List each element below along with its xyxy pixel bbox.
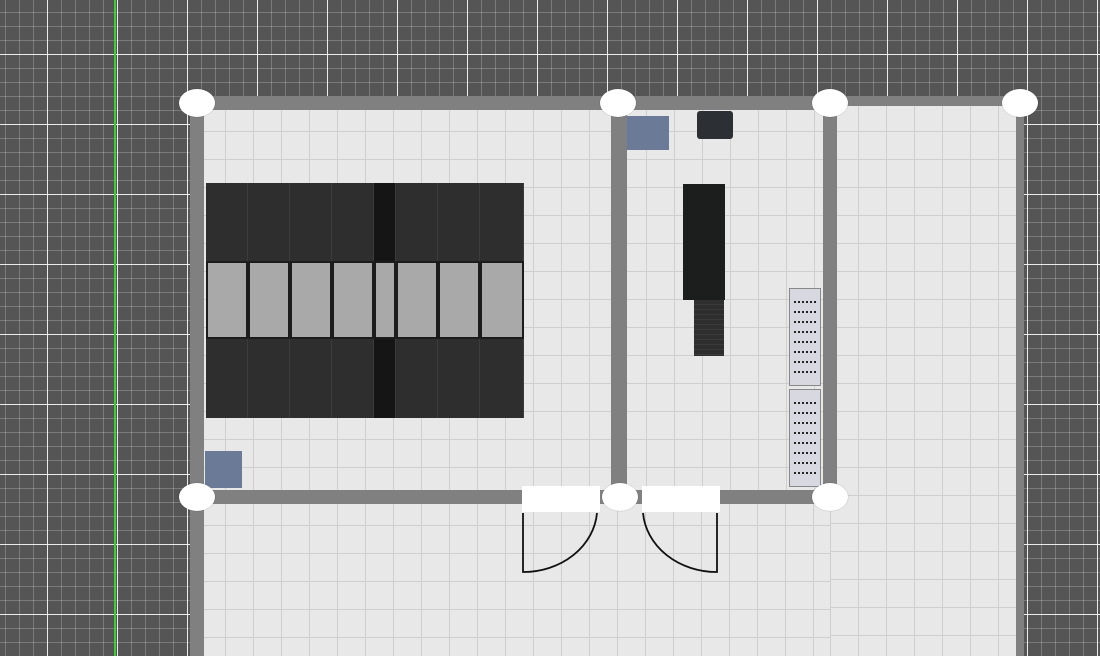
wall-vertex-handle[interactable] <box>600 89 636 117</box>
cabinet[interactable] <box>373 339 397 418</box>
cabinet[interactable] <box>396 339 439 418</box>
door-opening-left[interactable] <box>522 486 600 512</box>
wall-vertex-handle[interactable] <box>602 483 638 511</box>
cabinet[interactable] <box>438 339 481 418</box>
floor-corridor[interactable] <box>197 497 830 656</box>
wall-vertex-handle[interactable] <box>179 483 215 511</box>
wall-divider-right[interactable] <box>823 103 837 497</box>
rack-base[interactable] <box>694 300 724 356</box>
cabinet[interactable] <box>331 339 374 418</box>
patch-panel-icon[interactable] <box>789 288 821 386</box>
wall-vertex-handle[interactable] <box>812 483 848 511</box>
door-swing-left-icon[interactable] <box>518 508 604 578</box>
wall-vertex-handle[interactable] <box>812 89 848 117</box>
cabinet[interactable] <box>289 339 332 418</box>
raised-floor-tile[interactable] <box>206 261 248 339</box>
cabinet-row-top[interactable] <box>206 183 524 261</box>
cabinet[interactable] <box>480 339 524 418</box>
cabinet[interactable] <box>206 183 248 261</box>
wall-top-right[interactable] <box>830 96 1024 106</box>
dark-device[interactable] <box>697 111 733 139</box>
y-axis-line <box>114 0 116 656</box>
wall-top-left[interactable] <box>190 96 626 110</box>
door-opening-right[interactable] <box>642 486 720 512</box>
wall-top-middle[interactable] <box>618 96 830 110</box>
raised-floor-tile[interactable] <box>438 261 480 339</box>
cabinet[interactable] <box>480 183 524 261</box>
cabinet[interactable] <box>373 183 397 261</box>
cabinet[interactable] <box>289 183 332 261</box>
wall-bottom-mid-b[interactable] <box>720 490 837 504</box>
cabinet[interactable] <box>206 339 248 418</box>
raised-floor-tile[interactable] <box>332 261 374 339</box>
floor-tile-row[interactable] <box>206 261 524 339</box>
raised-floor-tile[interactable] <box>480 261 524 339</box>
cabinet[interactable] <box>438 183 481 261</box>
cabinet[interactable] <box>247 339 290 418</box>
wall-vertex-handle[interactable] <box>179 89 215 117</box>
patch-panel-icon[interactable] <box>789 389 821 487</box>
raised-floor-tile[interactable] <box>290 261 332 339</box>
raised-floor-tile[interactable] <box>374 261 396 339</box>
tall-rack[interactable] <box>683 184 725 300</box>
floor-room-right[interactable] <box>830 103 1020 656</box>
raised-floor-tile[interactable] <box>248 261 290 339</box>
wall-bottom-left[interactable] <box>190 490 522 504</box>
cabinet-row-bottom[interactable] <box>206 339 524 418</box>
cabinet[interactable] <box>396 183 439 261</box>
wall-vertex-handle[interactable] <box>1002 89 1038 117</box>
wall-divider-middle[interactable] <box>611 103 627 497</box>
blue-box-main-room[interactable] <box>205 451 242 488</box>
door-swing-right-icon[interactable] <box>638 508 724 578</box>
cabinet[interactable] <box>247 183 290 261</box>
blue-box-middle-room[interactable] <box>627 116 669 150</box>
wall-left[interactable] <box>190 103 204 656</box>
cabinet[interactable] <box>331 183 374 261</box>
raised-floor-tile[interactable] <box>396 261 438 339</box>
wall-right[interactable] <box>1016 103 1024 656</box>
